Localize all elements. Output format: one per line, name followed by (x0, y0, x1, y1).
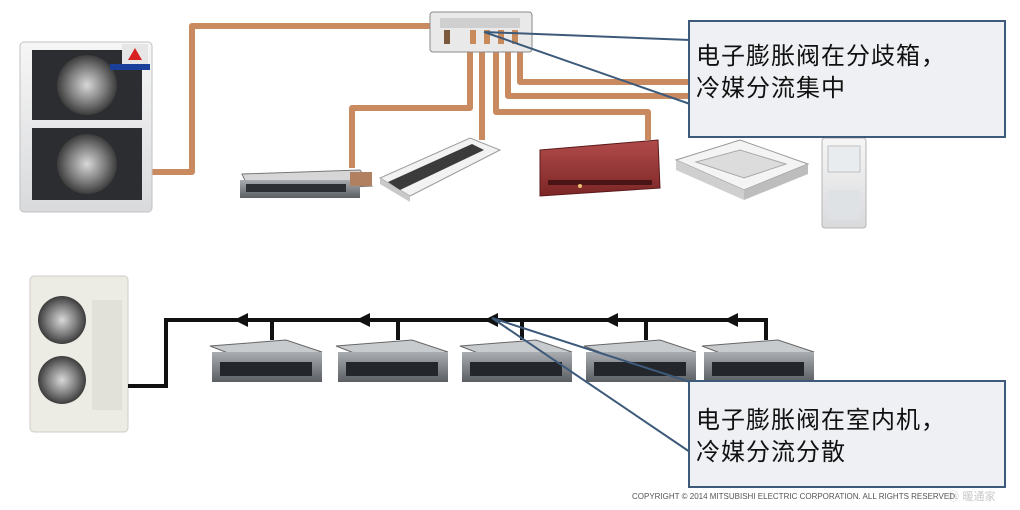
copper-pipes (150, 23, 780, 175)
ducted-unit-icon (209, 339, 323, 382)
copyright-notice: COPYRIGHT © 2014 MITSUBISHI ELECTRIC COR… (632, 492, 958, 501)
watermark: ⓜ 暖通家 (948, 490, 996, 503)
callout-top-line1: 电子膨胀阀在分歧箱， (696, 42, 946, 70)
callout-indoor-unit: 电子膨胀阀在室内机， 冷媒分流分散 (688, 380, 1006, 488)
ducted-unit-icon (459, 339, 573, 382)
callout-top-line2: 冷媒分流集中 (696, 74, 846, 102)
refrigerant-pipes (128, 318, 768, 388)
outdoor-unit-icon (19, 41, 153, 213)
callout-bottom-line1: 电子膨胀阀在室内机， (696, 406, 946, 434)
four-way-cassette-icon (674, 139, 810, 200)
wall-mounted-unit-icon (539, 139, 661, 197)
callout-pointer-bottom (491, 317, 691, 453)
ducted-unit-icon (335, 339, 449, 382)
floor-standing-unit-icon (821, 137, 867, 229)
callout-pointer-top (483, 31, 691, 105)
ducted-unit-icon (240, 169, 373, 198)
callout-branch-box: 电子膨胀阀在分歧箱， 冷媒分流集中 (688, 20, 1006, 138)
one-way-cassette-icon (378, 137, 502, 202)
callout-bottom-line2: 冷媒分流分散 (696, 438, 846, 466)
ducted-unit-icon (583, 339, 697, 382)
outdoor-unit-icon (29, 275, 129, 433)
ducted-unit-icon (701, 339, 815, 382)
expansion-valve-icons (234, 313, 738, 327)
branch-box-icon (429, 11, 533, 53)
